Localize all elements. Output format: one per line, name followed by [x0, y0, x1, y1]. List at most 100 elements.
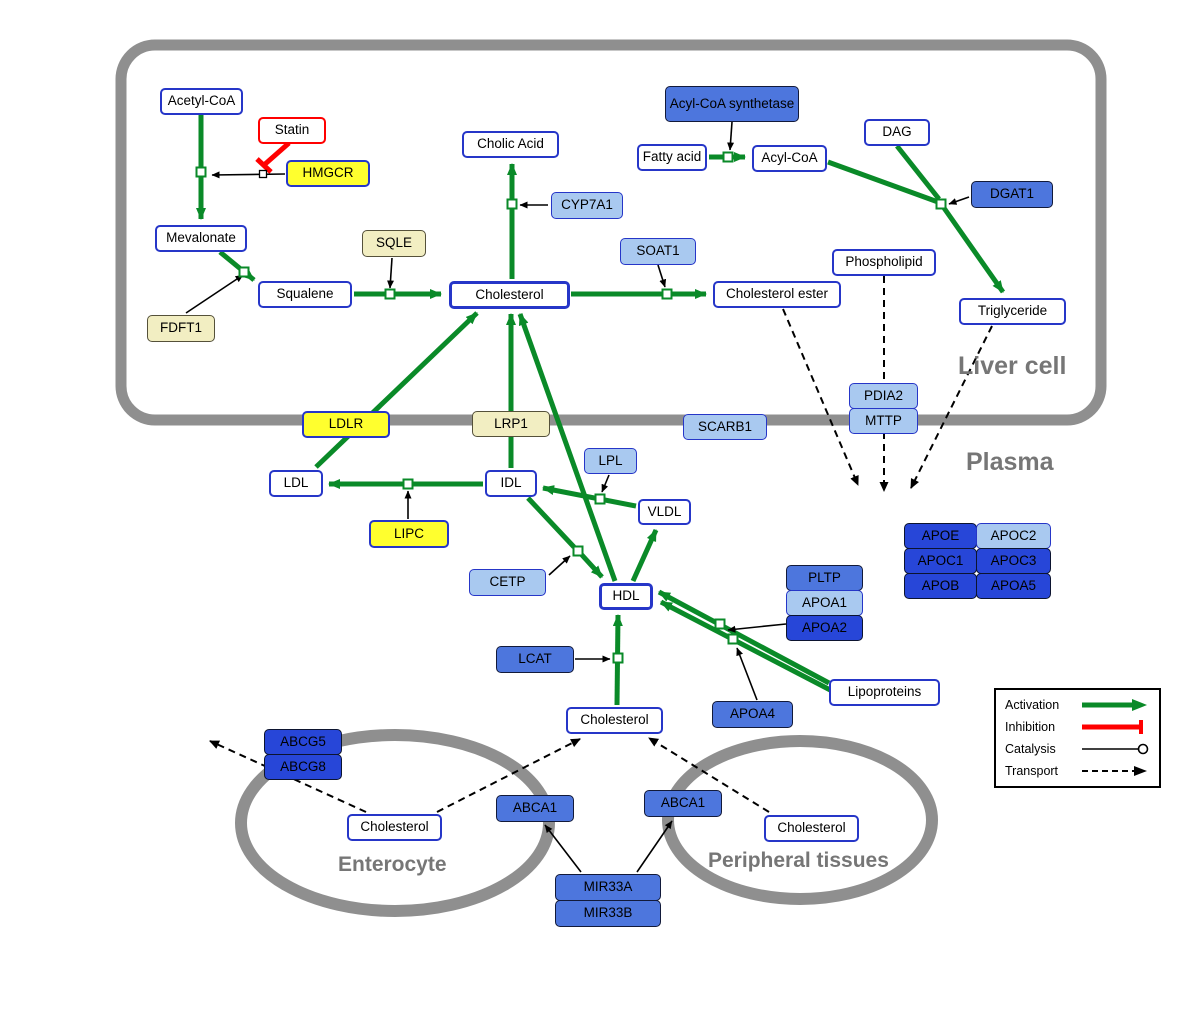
node-cholesterol-plasma[interactable]: Cholesterol — [566, 707, 663, 734]
node-apoc2[interactable]: APOC2 — [976, 523, 1051, 549]
node-fatty-acid[interactable]: Fatty acid — [637, 144, 707, 171]
edge-idl-cetp-reaction — [526, 496, 576, 549]
node-cyp7a1[interactable]: CYP7A1 — [551, 192, 623, 219]
legend-catalysis-label: Catalysis — [1005, 742, 1056, 756]
node-cholesterol-peripheral[interactable]: Cholesterol — [764, 815, 859, 842]
node-apob[interactable]: APOB — [904, 573, 977, 599]
edge-cetpreaction-hdl — [579, 552, 604, 579]
node-mir33a[interactable]: MIR33A — [555, 874, 661, 901]
reaction-hmgcr — [195, 166, 207, 178]
reaction-lipc — [402, 478, 414, 490]
node-acyl-coa-synthetase[interactable]: Acyl-CoA synthetase — [665, 86, 799, 122]
node-apoa1[interactable]: APOA1 — [786, 590, 863, 616]
reaction-nodes — [195, 151, 947, 664]
node-ldlr[interactable]: LDLR — [302, 411, 390, 438]
edge-triglyceride-plasma-transport — [910, 325, 993, 489]
node-apoe[interactable]: APOE — [904, 523, 977, 549]
reaction-sqle — [384, 288, 396, 300]
reaction-apoa-stack — [714, 618, 726, 630]
node-triglyceride[interactable]: Triglyceride — [959, 298, 1066, 325]
peripheral-tissues-membrane — [662, 735, 938, 905]
node-pltp[interactable]: PLTP — [786, 565, 863, 591]
reaction-fdft1 — [238, 266, 250, 278]
node-lipoproteins[interactable]: Lipoproteins — [829, 679, 940, 706]
node-mir33b[interactable]: MIR33B — [555, 900, 661, 927]
node-cholic-acid[interactable]: Cholic Acid — [462, 131, 559, 158]
legend-row-activation: Activation — [1005, 697, 1150, 713]
node-fdft1[interactable]: FDFT1 — [147, 315, 215, 342]
node-hmgcr[interactable]: HMGCR — [286, 160, 370, 187]
legend-transport-label: Transport — [1005, 764, 1059, 778]
edge-lpl-catalysis — [601, 474, 610, 493]
node-pdia2[interactable]: PDIA2 — [849, 383, 918, 409]
node-lrp1[interactable]: LRP1 — [472, 411, 550, 437]
node-abca1-enterocyte[interactable]: ABCA1 — [496, 795, 574, 822]
node-phospholipid[interactable]: Phospholipid — [832, 249, 936, 276]
node-hdl[interactable]: HDL — [599, 583, 653, 610]
edge-fdft1-catalysis — [185, 274, 244, 314]
edge-acylcoasynthetase-catalysis — [727, 121, 735, 151]
inhibition-tbar-icon — [1082, 720, 1143, 734]
edge-mir33-abca1-peripheral — [636, 820, 673, 873]
legend: Activation Inhibition Catalysis Transpor… — [994, 688, 1161, 788]
plasma-label: Plasma — [966, 448, 1054, 476]
node-mevalonate[interactable]: Mevalonate — [155, 225, 247, 252]
node-lcat[interactable]: LCAT — [496, 646, 574, 673]
edge-cetp-catalysis — [548, 555, 571, 576]
liver-cell-label: Liver cell — [958, 352, 1067, 380]
node-abcg5[interactable]: ABCG5 — [264, 729, 342, 755]
edge-ldl-ldlr-cholesterol — [314, 311, 479, 469]
node-apoa4[interactable]: APOA4 — [712, 701, 793, 728]
node-sqle[interactable]: SQLE — [362, 230, 426, 257]
reaction-acylcoa-synthetase — [722, 151, 734, 163]
node-acetyl-coa[interactable]: Acetyl-CoA — [160, 88, 243, 115]
legend-inhibition-label: Inhibition — [1005, 720, 1056, 734]
activation-arrow-icon — [1082, 699, 1147, 711]
enterocyte-membrane — [235, 729, 555, 917]
node-lpl[interactable]: LPL — [584, 448, 637, 474]
node-acyl-coa[interactable]: Acyl-CoA — [752, 145, 827, 172]
edge-lipoproteins-hdl-2 — [659, 599, 838, 696]
node-abca1-peripheral[interactable]: ABCA1 — [644, 790, 722, 817]
statin-inhibition-tbar — [255, 157, 273, 174]
node-scarb1[interactable]: SCARB1 — [683, 414, 767, 440]
peripheral-tissues-label: Peripheral tissues — [708, 849, 889, 872]
inhibition-edges — [255, 141, 291, 174]
edge-enterocyte-plasma-transport — [436, 738, 581, 813]
edge-dgatreaction-triglyceride — [941, 206, 1006, 294]
edge-statin-hmgcr-inhibition — [262, 141, 291, 167]
node-mttp[interactable]: MTTP — [849, 408, 918, 434]
node-ldl[interactable]: LDL — [269, 470, 323, 497]
node-cholesterol-ester[interactable]: Cholesterol ester — [713, 281, 841, 308]
edge-dgat1-catalysis — [948, 196, 970, 205]
node-statin[interactable]: Statin — [258, 117, 326, 144]
node-apoa2[interactable]: APOA2 — [786, 615, 863, 641]
reaction-lpl — [594, 493, 606, 505]
node-soat1[interactable]: SOAT1 — [620, 238, 696, 265]
edge-acylcoa-dgat-reaction — [827, 159, 939, 205]
edge-hdl-vldl — [630, 528, 659, 583]
node-dgat1[interactable]: DGAT1 — [971, 181, 1053, 208]
enterocyte-label: Enterocyte — [338, 853, 447, 876]
catalysis-circle-icon — [1082, 743, 1149, 755]
node-cetp[interactable]: CETP — [469, 569, 546, 596]
node-abcg8[interactable]: ABCG8 — [264, 754, 342, 780]
edge-vldl-idl — [542, 485, 637, 509]
node-cholesterol-liver[interactable]: Cholesterol — [449, 281, 570, 309]
node-cholesterol-enterocyte[interactable]: Cholesterol — [347, 814, 442, 841]
node-idl[interactable]: IDL — [485, 470, 537, 497]
node-apoc3[interactable]: APOC3 — [976, 548, 1051, 574]
node-apoc1[interactable]: APOC1 — [904, 548, 977, 574]
node-dag[interactable]: DAG — [864, 119, 930, 146]
liver-cell-membrane — [115, 39, 1107, 426]
legend-activation-label: Activation — [1005, 698, 1060, 712]
edge-sqle-catalysis — [387, 257, 394, 289]
edge-apoa4-catalysis — [736, 647, 758, 701]
node-squalene[interactable]: Squalene — [258, 281, 352, 308]
node-apoa5[interactable]: APOA5 — [976, 573, 1051, 599]
reaction-apoa4 — [727, 633, 739, 645]
node-vldl[interactable]: VLDL — [638, 499, 691, 525]
reaction-dgat1 — [935, 198, 947, 210]
node-lipc[interactable]: LIPC — [369, 520, 449, 548]
edge-cholesterolester-plasma-transport — [782, 308, 859, 486]
